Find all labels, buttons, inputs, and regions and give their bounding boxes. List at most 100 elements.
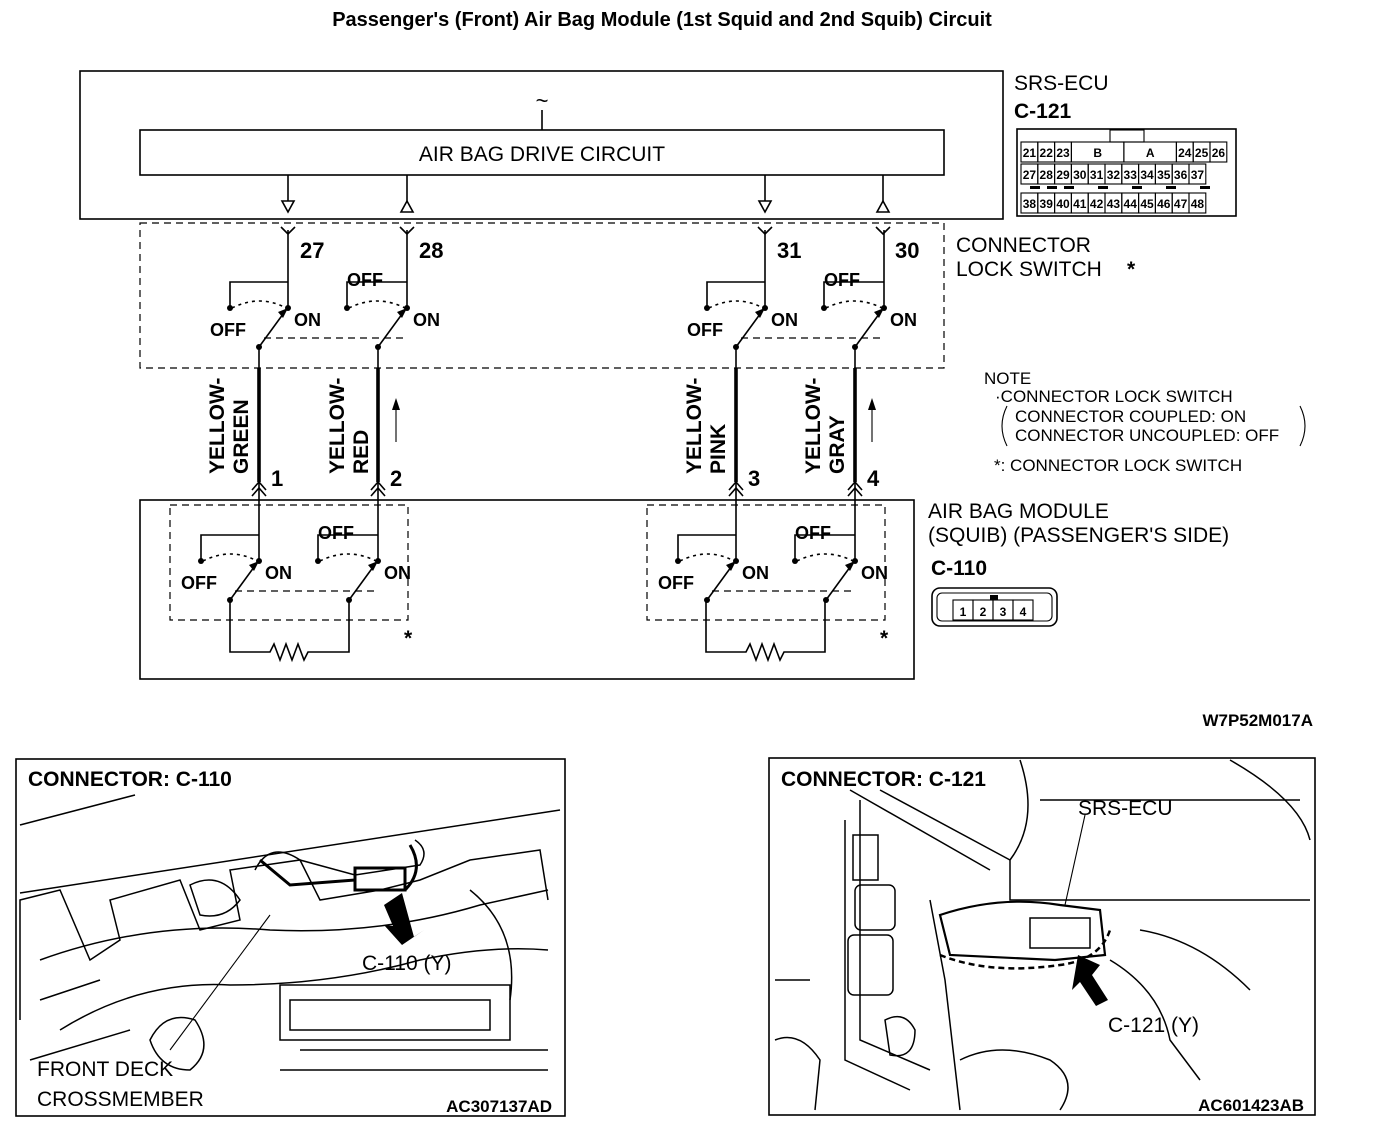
connector-cell-label: 45: [1140, 197, 1154, 211]
off-branch: [823, 281, 884, 308]
blade-arrowhead: [726, 561, 736, 571]
module-connector-id: C-110: [931, 557, 987, 580]
connector-cell-label: 24: [1178, 146, 1192, 160]
wire-label-yellow-gray: YELLOW- GRAY: [802, 378, 849, 474]
cell-latch: [1030, 186, 1040, 189]
squib-resistor-1: [229, 600, 350, 663]
drive-circuit-label: AIR BAG DRIVE CIRCUIT: [419, 143, 665, 166]
off-label: OFF: [210, 320, 246, 340]
module-connector-cell-label: 1: [960, 605, 967, 619]
panel-left-heading: CONNECTOR: C-110: [28, 768, 232, 791]
module-asterisk-2: *: [880, 627, 889, 650]
contact-dot: [198, 558, 204, 564]
panel-right-heading: CONNECTOR: C-121: [781, 768, 986, 791]
cell-latch: [1047, 186, 1057, 189]
off-branch: [317, 534, 378, 561]
connector-cell-label: 47: [1174, 197, 1188, 211]
switch-arc: [796, 553, 854, 562]
pin-fork: [875, 226, 891, 236]
chevron: [370, 486, 386, 497]
module-pin-2: 2: [390, 466, 402, 491]
c110-arrow: [384, 893, 424, 945]
diagram-title: Passenger's (Front) Air Bag Module (1st …: [332, 9, 992, 31]
ecu-pin-30: 30: [895, 238, 919, 263]
chevron: [728, 486, 744, 497]
off-label: OFF: [824, 270, 860, 290]
panel-right-callout: C-121 (Y): [1108, 1014, 1199, 1037]
lock-switch-area: [139, 222, 945, 369]
lock-switch-label-1: CONNECTOR: [956, 234, 1091, 257]
switch-arc: [348, 300, 406, 309]
connector-cell-label: 30: [1073, 168, 1087, 182]
note-block: NOTE ·CONNECTOR LOCK SWITCH CONNECTOR CO…: [984, 369, 1306, 475]
module-name-1: AIR BAG MODULE: [928, 500, 1109, 523]
connector-c121-location-panel: CONNECTOR: C-121 SRS-ECU C-121 (Y) AC601…: [768, 757, 1316, 1116]
panel-right-ecu-label: SRS-ECU: [1078, 797, 1173, 820]
contact-dot: [704, 305, 710, 311]
off-branch: [706, 281, 765, 308]
ecu-connector-id: C-121: [1014, 100, 1072, 123]
svg-text:CONNECTOR UNCOUPLED: OFF: CONNECTOR UNCOUPLED: OFF: [1015, 426, 1279, 445]
connector-cell-label: 48: [1191, 197, 1205, 211]
squib-resistor-2: [705, 600, 826, 663]
connector-cell-label: 26: [1212, 146, 1226, 160]
current-direction-arrows: [392, 398, 876, 442]
connector-cell: [1188, 163, 1207, 185]
contact-dot: [792, 558, 798, 564]
c121-arrow: [1072, 955, 1108, 1006]
connector-cell-label: 21: [1023, 146, 1037, 160]
connector-cell-label: 39: [1040, 197, 1054, 211]
svg-text:GREEN: GREEN: [230, 399, 253, 474]
connector-cell-label: A: [1146, 146, 1155, 160]
connector-cell-label: 42: [1090, 197, 1104, 211]
power-symbol: ~: [536, 88, 549, 113]
connector-cell-label: 29: [1056, 168, 1070, 182]
contact-dot: [315, 558, 321, 564]
module-pin-3: 3: [748, 466, 760, 491]
svg-text:YELLOW-: YELLOW-: [802, 378, 825, 474]
off-branch: [346, 281, 407, 308]
ecu-name: SRS-ECU: [1014, 72, 1109, 95]
connector-cell-label: 28: [1040, 168, 1054, 182]
module-asterisk-1: *: [404, 627, 413, 650]
module-connector-cell-label: 3: [1000, 605, 1007, 619]
svg-text:CONNECTOR COUPLED: ON: CONNECTOR COUPLED: ON: [1015, 407, 1246, 426]
module-connector-cell-label: 4: [1020, 605, 1027, 619]
svg-text:YELLOW-: YELLOW-: [206, 378, 229, 474]
contact-dot: [821, 305, 827, 311]
connector-cell-label: 32: [1107, 168, 1121, 182]
blade-arrowhead: [845, 561, 855, 571]
connector-cell-label: 43: [1107, 197, 1121, 211]
connector-cell-label: 44: [1124, 197, 1138, 211]
chevron: [728, 480, 744, 491]
module-pin-4: 4: [867, 466, 880, 491]
off-label: OFF: [181, 573, 217, 593]
module-lock-switch-area-1: [169, 504, 409, 621]
connector-cell-label: 25: [1195, 146, 1209, 160]
leader-front-deck: [169, 914, 271, 1051]
contact-dot: [227, 305, 233, 311]
connector-cell-label: 46: [1157, 197, 1171, 211]
drive-circuit-box: [139, 129, 945, 176]
cell-latch: [1166, 186, 1176, 189]
blade-arrowhead: [278, 308, 288, 318]
chevron: [847, 486, 863, 497]
pin-fork: [280, 226, 296, 236]
off-label: OFF: [687, 320, 723, 340]
svg-text:GRAY: GRAY: [826, 415, 849, 474]
svg-text:*: CONNECTOR LOCK SWITCH: *: CONNECTOR LOCK SWITCH: [994, 456, 1242, 475]
svg-text:YELLOW-: YELLOW-: [683, 378, 706, 474]
on-label: ON: [890, 310, 917, 330]
switch-arc: [708, 300, 764, 309]
connector-cell-label: 38: [1023, 197, 1037, 211]
connector-cell: [1209, 141, 1228, 163]
srs-ecu-box: [79, 70, 1004, 220]
panel-left-code: AC307137AD: [446, 1097, 552, 1116]
off-label: OFF: [347, 270, 383, 290]
cell-latch: [1098, 186, 1108, 189]
chevron: [251, 486, 267, 497]
ecu-terminal-arrows: [280, 175, 891, 214]
